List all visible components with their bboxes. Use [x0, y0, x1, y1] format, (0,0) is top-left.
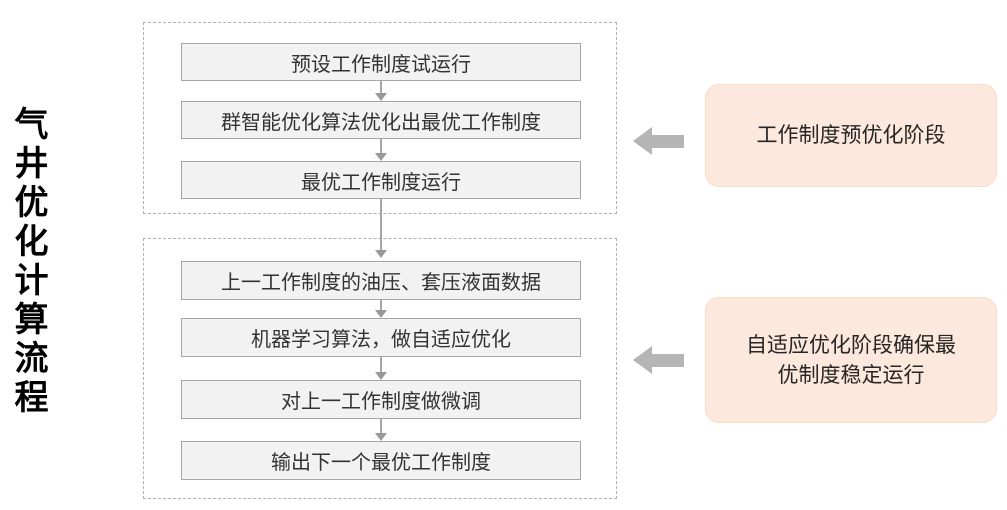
flow-box-pressure-liquid-data: 上一工作制度的油压、套压液面数据 [181, 261, 581, 300]
stage-2-callout-label-line-2: 优制度稳定运行 [777, 363, 925, 387]
flow-box-swarm-optimization: 群智能优化算法优化出最优工作制度 [181, 101, 581, 139]
flow-box-optimal-regime-run: 最优工作制度运行 [181, 161, 581, 199]
stage-1-callout-label: 工作制度预优化阶段 [756, 123, 946, 148]
flow-box-machine-learning-adaptive: 机器学习算法，做自适应优化 [181, 318, 581, 357]
stage-2-callout: 自适应优化阶段确保最 优制度稳定运行 [705, 297, 997, 423]
down-arrow-icon [375, 139, 387, 161]
stage-2-callout-label-line-1: 自适应优化阶段确保最 [746, 332, 956, 357]
down-arrow-icon [375, 199, 387, 258]
page-title: 气井优化计算流程 [8, 106, 48, 418]
flow-box-fine-tune-regime: 对上一工作制度做微调 [181, 380, 581, 419]
down-arrow-icon [375, 419, 387, 441]
flow-box-preset-trial-run: 预设工作制度试运行 [181, 43, 581, 81]
down-arrow-icon [375, 300, 387, 318]
flow-box-output-next-regime: 输出下一个最优工作制度 [181, 441, 581, 480]
left-block-arrow-icon [633, 346, 684, 374]
down-arrow-icon [375, 81, 387, 101]
stage-1-callout: 工作制度预优化阶段 [705, 84, 997, 187]
down-arrow-icon [375, 357, 387, 380]
left-block-arrow-icon [633, 127, 684, 155]
